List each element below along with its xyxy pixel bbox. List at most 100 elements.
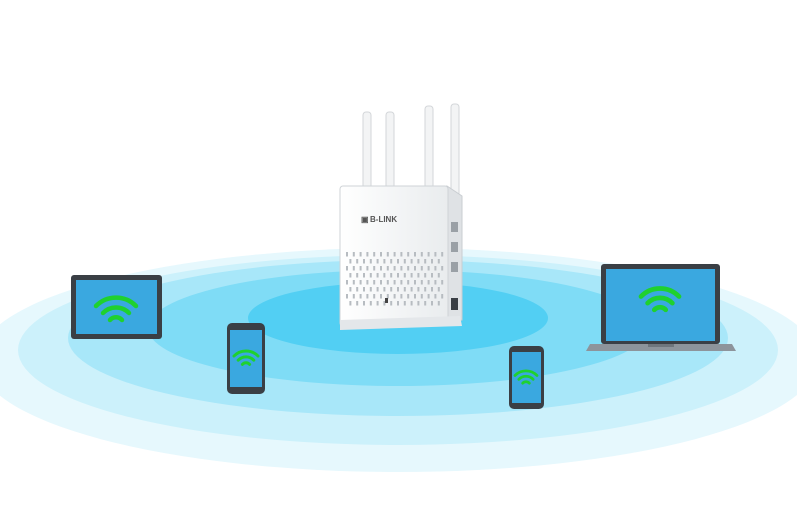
antenna-2 xyxy=(385,111,395,191)
wifi-icon xyxy=(93,295,139,323)
vent-slot xyxy=(390,259,393,264)
vent-slot xyxy=(383,301,386,306)
vent-slot xyxy=(427,280,430,285)
vent-slot xyxy=(369,259,372,264)
vent-slot xyxy=(373,252,376,257)
vent-slot xyxy=(346,294,348,299)
vent-slot xyxy=(373,280,376,285)
antenna-3 xyxy=(424,105,434,191)
vent-slot xyxy=(352,252,355,257)
vent-slot xyxy=(380,252,382,257)
router-brand-text: B-LINK xyxy=(370,215,397,224)
antenna-1 xyxy=(362,111,372,191)
vent-slot xyxy=(431,301,433,306)
vent-slot xyxy=(386,266,389,271)
vent-slot xyxy=(383,259,386,264)
vent-slot xyxy=(386,252,389,257)
vent-slot xyxy=(427,252,430,257)
vent-slot xyxy=(373,266,376,271)
vent-slot xyxy=(390,273,393,278)
device-phone-left xyxy=(227,323,265,394)
vent-slot xyxy=(427,294,430,299)
vent-slot xyxy=(403,259,406,264)
vent-slot xyxy=(417,301,420,306)
vent-slot xyxy=(424,259,427,264)
vent-slot xyxy=(424,301,427,306)
vent-slot xyxy=(346,280,348,285)
vent-slot xyxy=(410,301,413,306)
vent-slot xyxy=(414,280,416,285)
vent-slot xyxy=(393,266,396,271)
vent-slot xyxy=(363,259,365,264)
vent-slot xyxy=(376,259,379,264)
vent-slot xyxy=(420,266,423,271)
port-2 xyxy=(451,242,458,252)
vent-slot xyxy=(407,280,410,285)
vent-slot xyxy=(356,287,359,292)
vent-slot xyxy=(390,287,393,292)
vent-slot xyxy=(366,280,369,285)
vent-slot xyxy=(373,294,376,299)
vent-slot xyxy=(441,280,444,285)
laptop-notch xyxy=(648,344,674,347)
vent-slot xyxy=(386,294,389,299)
phone-left-screen xyxy=(230,330,262,387)
vent-slot xyxy=(359,280,362,285)
router: B-LINK ▣ xyxy=(339,103,463,330)
vent-slot xyxy=(366,252,369,257)
vent-slot xyxy=(369,287,372,292)
vent-slot xyxy=(397,287,399,292)
wifi-icon xyxy=(232,349,260,366)
port-4 xyxy=(451,298,458,310)
vent-slot xyxy=(346,266,348,271)
vent-slot xyxy=(352,266,355,271)
vent-slot xyxy=(356,301,359,306)
vent-slot xyxy=(363,301,365,306)
vent-slot xyxy=(356,259,359,264)
vent-slot xyxy=(380,280,382,285)
antenna-4 xyxy=(450,103,460,203)
vent-slot xyxy=(349,287,352,292)
vent-slot xyxy=(397,301,399,306)
router-logo-icon: ▣ xyxy=(361,215,369,224)
vent-slot xyxy=(356,273,359,278)
vent-slot xyxy=(407,294,410,299)
vent-slot xyxy=(414,252,416,257)
port-3 xyxy=(451,262,458,272)
vent-slot xyxy=(431,259,433,264)
vent-slot xyxy=(414,266,416,271)
vent-slot xyxy=(376,287,379,292)
vent-slot xyxy=(393,294,396,299)
vent-slot xyxy=(420,280,423,285)
vent-slot xyxy=(424,273,427,278)
vent-slot xyxy=(383,273,386,278)
vent-slot xyxy=(434,294,437,299)
vent-slot xyxy=(420,294,423,299)
vent-slot xyxy=(380,266,382,271)
vent-slot xyxy=(424,287,427,292)
vent-slot xyxy=(397,259,399,264)
vent-slot xyxy=(376,273,379,278)
vent-slot xyxy=(376,301,379,306)
vent-slot xyxy=(441,266,444,271)
vent-slot xyxy=(369,273,372,278)
vent-slot xyxy=(346,252,348,257)
vent-slot xyxy=(441,294,444,299)
vent-slot xyxy=(366,266,369,271)
vent-slot xyxy=(437,259,440,264)
vent-slot xyxy=(383,287,386,292)
vent-slot xyxy=(431,287,433,292)
vent-slot xyxy=(434,266,437,271)
vent-slot xyxy=(363,273,365,278)
vent-slot xyxy=(359,266,362,271)
vent-slot xyxy=(420,252,423,257)
vent-slot xyxy=(407,266,410,271)
wifi-icon xyxy=(513,369,539,385)
vent-slot xyxy=(369,301,372,306)
vent-slot xyxy=(437,273,440,278)
vent-slot xyxy=(414,294,416,299)
vent-slot xyxy=(410,273,413,278)
vent-slot xyxy=(352,280,355,285)
wifi-icon xyxy=(638,286,682,313)
